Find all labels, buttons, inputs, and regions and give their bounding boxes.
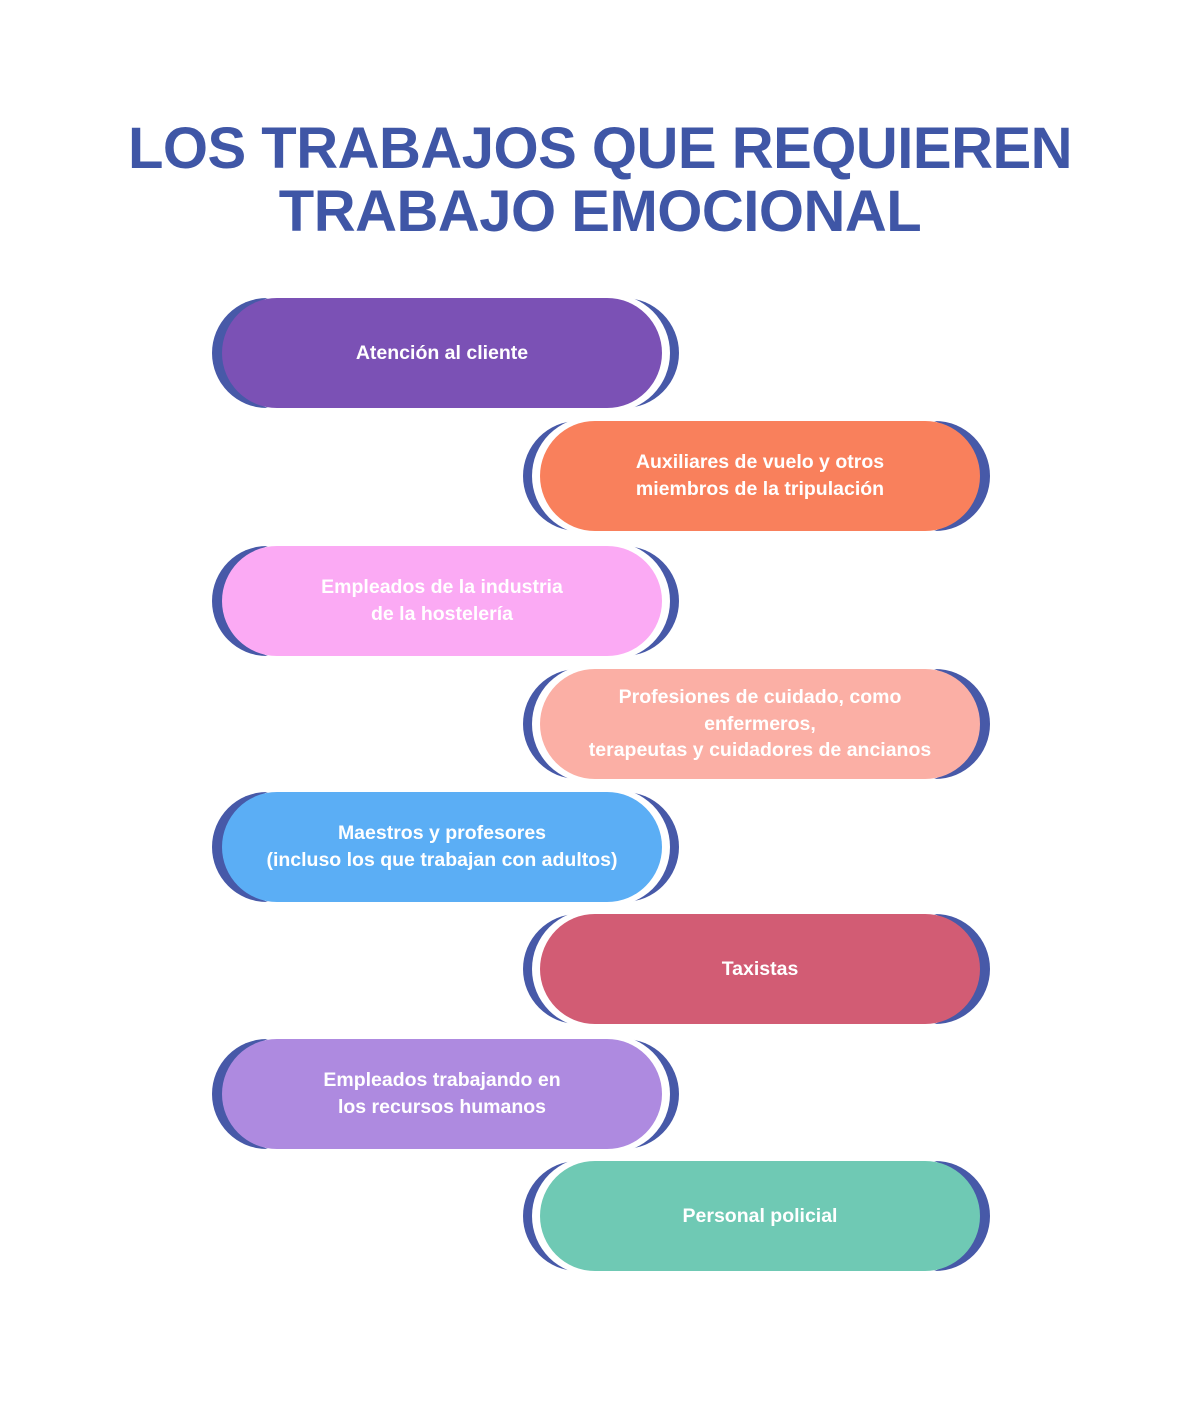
chain-item-label: Taxistas [721,957,799,980]
chain-item-label: Personal policial [682,1204,838,1227]
chain-item[interactable]: Auxiliares de vuelo y otros miembros de … [523,417,990,535]
chain-item-label: Atención al cliente [355,341,529,364]
chain-item-label: Auxiliares de vuelo y otros miembros de … [635,451,885,500]
page-title: LOS TRABAJOS QUE REQUIEREN TRABAJO EMOCI… [0,116,1200,244]
chain-item-label: Empleados de la industria de la hosteler… [321,576,563,625]
chain-item-body[interactable]: Empleados de la industria de la hosteler… [222,546,662,656]
page-title-line-1: LOS TRABAJOS QUE REQUIEREN [127,116,1073,181]
chain-item[interactable]: Taxistas [523,910,990,1028]
chain-item-body[interactable]: Taxistas [540,914,980,1024]
chain-item[interactable]: Profesiones de cuidado, como enfermeros,… [523,665,990,783]
chain-item-body[interactable]: Auxiliares de vuelo y otros miembros de … [540,421,980,531]
chain-item-body[interactable]: Personal policial [540,1161,980,1271]
page-title-line-2: TRABAJO EMOCIONAL [278,178,922,244]
chain-item[interactable]: Empleados de la industria de la hosteler… [212,542,679,660]
chain-item-body[interactable]: Atención al cliente [222,298,662,408]
chain-item-body[interactable]: Maestros y profesores (incluso los que t… [222,792,662,902]
chain-item-body[interactable]: Profesiones de cuidado, como enfermeros,… [540,669,980,779]
chain-item-label: Empleados trabajando en los recursos hum… [323,1069,561,1118]
chain-item[interactable]: Atención al cliente [212,294,679,412]
chain-item[interactable]: Maestros y profesores (incluso los que t… [212,788,679,906]
chain-item-label: Maestros y profesores (incluso los que t… [266,822,618,871]
chain-item[interactable]: Personal policial [523,1157,990,1275]
chain-item-label: Profesiones de cuidado, como enfermeros,… [588,685,932,762]
chain-item-body[interactable]: Empleados trabajando en los recursos hum… [222,1039,662,1149]
chain-item[interactable]: Empleados trabajando en los recursos hum… [212,1035,679,1153]
